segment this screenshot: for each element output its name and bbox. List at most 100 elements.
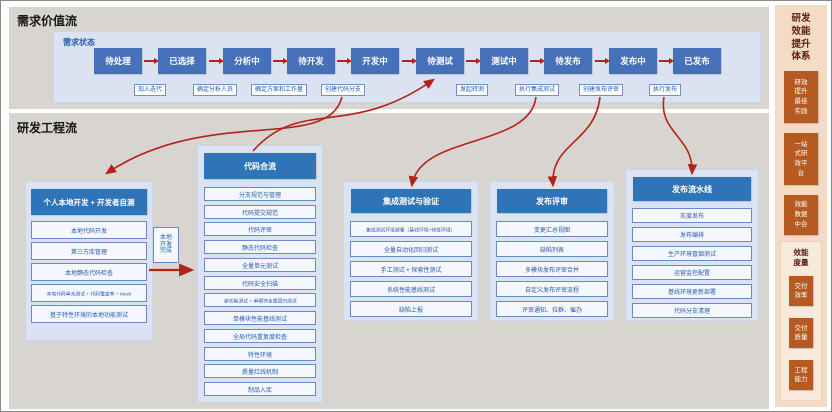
flow-item: 质量红线机制	[204, 364, 316, 378]
flow-item: 代码评审	[204, 222, 316, 236]
state-box: 待发布	[544, 48, 592, 74]
measure-group: 效能度量 交付效率 交付质量 工程能力	[780, 241, 822, 401]
flow-item: 评审通知、拉群、催办	[496, 301, 608, 317]
flow-item: 生产环境冒烟测试	[632, 246, 752, 261]
action-label: 确定方案和工作量	[250, 84, 308, 96]
flow-item-label: 基线环境更新部署	[667, 290, 716, 296]
flow-item-label: 代码评审	[247, 227, 272, 234]
flow-item: 运营监控配置	[632, 265, 752, 280]
flow-item-label: 运营监控配置	[673, 271, 710, 277]
flow-item-label: 新功能测试 + 单模块全量回归测试	[223, 298, 297, 304]
state-box: 分析中	[223, 48, 271, 74]
flow-item-label: 本地代码开发	[70, 228, 107, 235]
state-box: 测试中	[480, 48, 528, 74]
flow-item-label: 代码提交规范	[241, 210, 278, 217]
measure-item-label: 工程能力	[794, 366, 808, 383]
flow-item-label: 手工测试 + 探索性测试	[380, 267, 442, 274]
sidebar-item-label: 研效提升最佳实践	[794, 78, 808, 115]
flow-item: 灰度发布	[632, 208, 752, 223]
measure-item-label: 交付质量	[794, 324, 808, 341]
demand-state-panel-label: 需求状态	[63, 38, 95, 47]
flow-item: 本地静态代码检查	[31, 263, 147, 281]
flow-item: 本地代码单元测试 + 代码覆盖率 + Mock	[31, 284, 147, 302]
sidebar-item: 一站式研效平台	[784, 133, 818, 185]
flow-item: 自定义发布评审流程	[496, 281, 608, 297]
flow-item: 系统性能基线测试	[350, 281, 472, 297]
local-done-note: 本地开发完成	[153, 227, 179, 263]
right-arrow-icon	[273, 58, 288, 64]
state-box: 待处理	[94, 48, 142, 74]
action-label: 发起转测	[455, 84, 489, 96]
flow-item: 新功能测试 + 单模块全量回归测试	[204, 293, 316, 307]
integration-test-header: 集成测试与验证	[351, 189, 471, 213]
flow-item: 缺陷上报	[350, 301, 472, 317]
flow-item-label: 代码安全扫描	[241, 281, 278, 288]
flow-item-label: 静态代码检查	[241, 245, 278, 252]
measure-item: 交付质量	[789, 318, 813, 348]
right-arrow-icon	[209, 58, 224, 64]
state-box: 发布中	[609, 48, 657, 74]
flow-item: 本地代码开发	[31, 221, 147, 239]
flow-item: 第三方库管理	[31, 242, 147, 260]
flow-item-label: 质量红线机制	[241, 369, 278, 376]
engineering-stream-title: 研发工程流	[17, 121, 78, 135]
flow-item-label: 基于特性环境的本地功能测试	[49, 312, 128, 319]
right-arrow-icon	[530, 58, 545, 64]
flow-item-label: 代码分支清理	[673, 309, 710, 315]
right-arrow-icon	[144, 58, 159, 64]
right-arrow-icon	[402, 58, 417, 64]
state-box: 待开发	[287, 48, 335, 74]
sidebar-item-label: 效能数据中台	[794, 201, 808, 228]
flow-item: 特性环境	[204, 347, 316, 361]
flow-item-label: 评审通知、拉群、催办	[521, 307, 582, 314]
flow-item-label: 发布编排	[679, 233, 704, 239]
flow-item: 集成测试环境部署（基线环境+特性环境）	[350, 221, 472, 237]
flow-item-label: 制品入库	[247, 387, 272, 394]
flow-item-label: 变更汇总视图	[533, 227, 570, 234]
flow-item: 代码提交规范	[204, 205, 316, 219]
local-dev-header: 个人本地开发 + 开发者自测	[31, 189, 147, 215]
state-box: 已选择	[158, 48, 206, 74]
flow-item-label: 特性环境	[247, 352, 272, 359]
action-label: 执行集成测试	[514, 84, 560, 96]
flow-item-label: 单模块性能基线测试	[232, 316, 287, 323]
sidebar-title: 研发效能提升体系	[775, 13, 827, 64]
flow-item-label: 全量自动化回归测试	[383, 247, 438, 254]
flow-item: 全量自动化回归测试	[350, 241, 472, 257]
flow-item-label: 本地静态代码检查	[64, 270, 113, 277]
release-review-header: 发布评审	[497, 189, 607, 213]
sidebar-item: 效能数据中台	[784, 195, 818, 235]
action-label: 加入迭代	[133, 84, 167, 96]
flow-item-label: 缺陷列表	[539, 247, 564, 254]
efficiency-sidebar: 研发效能提升体系 研效提升最佳实践 一站式研效平台 效能数据中台 效能度量 交付…	[775, 5, 827, 407]
flow-item: 变更汇总视图	[496, 221, 608, 237]
measure-item: 工程能力	[789, 360, 813, 390]
flow-item: 全局代码重复度检查	[204, 329, 316, 343]
right-arrow-icon	[466, 58, 481, 64]
state-box: 已发布	[673, 48, 721, 74]
right-arrow-icon	[595, 58, 610, 64]
release-pipeline-header: 发布流水线	[633, 177, 751, 201]
right-arrow-icon	[659, 58, 674, 64]
action-label: 执行发布	[648, 84, 682, 96]
local-done-note-label: 本地开发完成	[159, 234, 172, 255]
flow-item-label: 本地代码单元测试 + 代码覆盖率 + Mock	[46, 291, 132, 297]
flow-item-label: 灰度发布	[679, 214, 704, 220]
demand-stream-title: 需求价值流	[17, 14, 78, 28]
sidebar-title-label: 研发效能提升体系	[791, 13, 811, 63]
flow-item: 制品入库	[204, 382, 316, 396]
flow-item-label: 生产环境冒烟测试	[667, 252, 716, 258]
flow-item-label: 多模块发布评审合并	[524, 267, 579, 274]
flow-item: 多模块发布评审合并	[496, 261, 608, 277]
flow-item: 发布编排	[632, 227, 752, 242]
measure-item-label: 交付效率	[794, 282, 808, 299]
flow-item: 全量单元测试	[204, 258, 316, 272]
demand-state-panel: 需求状态 待处理 已选择 分析中 待开发 开发中 待测试 测试中 待发布 发布中…	[53, 31, 761, 103]
flow-item-label: 全量单元测试	[241, 263, 278, 270]
flow-item: 代码安全扫描	[204, 276, 316, 290]
action-label: 创建发布评审	[578, 84, 624, 96]
flow-item-label: 缺陷上报	[398, 307, 423, 314]
state-box: 开发中	[351, 48, 399, 74]
measure-group-title-label: 效能度量	[793, 248, 809, 267]
